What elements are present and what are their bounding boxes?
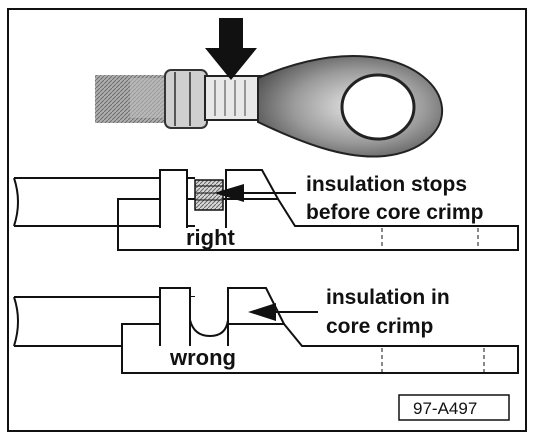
right-note-line1: insulation stops [306,173,467,196]
crimp-point-arrow-icon [205,18,257,80]
right-example-diagram [13,169,519,251]
figure-id-box [398,394,510,421]
wrong-pointer-arrow-icon [248,303,318,321]
right-note-line2: before core crimp [306,201,483,224]
terminal-photo [95,18,444,158]
wrong-caption: wrong [169,345,236,370]
figure-border [7,8,527,432]
wrong-note-line2: core crimp [326,315,433,338]
right-pointer-arrow-icon [214,184,296,202]
figure-id: 97-A497 [413,399,477,418]
wrong-note-line1: insulation in [326,286,450,309]
wrong-example-diagram [13,287,519,374]
right-caption: right [186,225,236,250]
